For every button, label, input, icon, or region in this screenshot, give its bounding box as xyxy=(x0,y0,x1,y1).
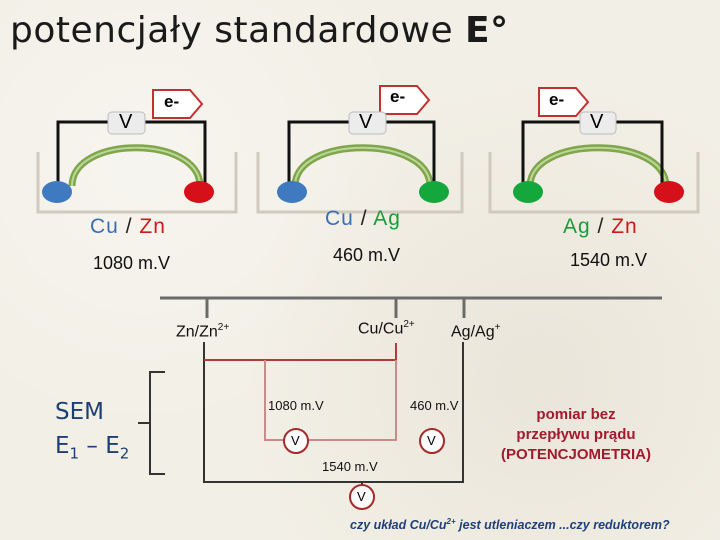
silver-electrode xyxy=(419,181,449,203)
silver-electrode xyxy=(513,181,543,203)
cell-label-ag-zn: Ag / Zn xyxy=(563,215,638,238)
page-title: potencjały standardowe E° xyxy=(10,10,509,51)
scale-label-ag: Ag/Ag+ xyxy=(451,322,501,341)
voltmeter-label-1: V xyxy=(119,111,133,133)
zinc-electrode xyxy=(654,181,684,203)
electron-label-3: e- xyxy=(549,90,565,109)
meter-label-c: V xyxy=(357,489,366,504)
question-text: czy układ Cu/Cu2+ jest utleniaczem ...cz… xyxy=(350,517,670,533)
cell-label-cu-zn: Cu / Zn xyxy=(90,215,166,238)
voltmeter-label-2: V xyxy=(359,111,373,133)
segment-zn-cu: 1080 m.V xyxy=(268,398,324,413)
voltage-ag-zn: 1540 m.V xyxy=(570,250,648,270)
cell-ag-zn xyxy=(488,87,700,214)
segment-cu-ag: 460 m.V xyxy=(410,398,459,413)
voltmeter-zn-ag xyxy=(349,484,375,510)
voltmeter xyxy=(348,111,387,135)
voltage-cu-zn: 1080 m.V xyxy=(93,253,171,273)
copper-electrode xyxy=(42,181,72,203)
voltmeter xyxy=(579,111,617,135)
zinc-electrode xyxy=(184,181,214,203)
measurement-note: pomiar bez przepływu prądu (POTENCJOMETR… xyxy=(501,406,651,463)
scale-label-zn: Zn/Zn2+ xyxy=(176,322,230,341)
cell-cu-zn xyxy=(36,89,238,214)
voltmeter-label-3: V xyxy=(590,111,604,133)
voltmeter-zn-cu xyxy=(283,428,309,454)
segment-zn-ag: 1540 m.V xyxy=(322,459,378,474)
voltmeter xyxy=(107,111,146,135)
cell-label-cu-ag: Cu / Ag xyxy=(325,207,401,230)
voltmeter-cu-ag xyxy=(419,428,445,454)
sem-formula: SEM E1 – E2 xyxy=(55,399,130,463)
potential-scale xyxy=(138,296,662,510)
electron-label-2: e- xyxy=(390,87,406,106)
scale-label-cu: Cu/Cu2+ xyxy=(358,319,415,338)
cell-cu-ag xyxy=(256,85,464,214)
meter-label-a: V xyxy=(291,433,300,448)
meter-label-b: V xyxy=(427,433,436,448)
copper-electrode xyxy=(277,181,307,203)
voltage-cu-ag: 460 m.V xyxy=(333,245,401,265)
electron-label-1: e- xyxy=(164,92,180,111)
